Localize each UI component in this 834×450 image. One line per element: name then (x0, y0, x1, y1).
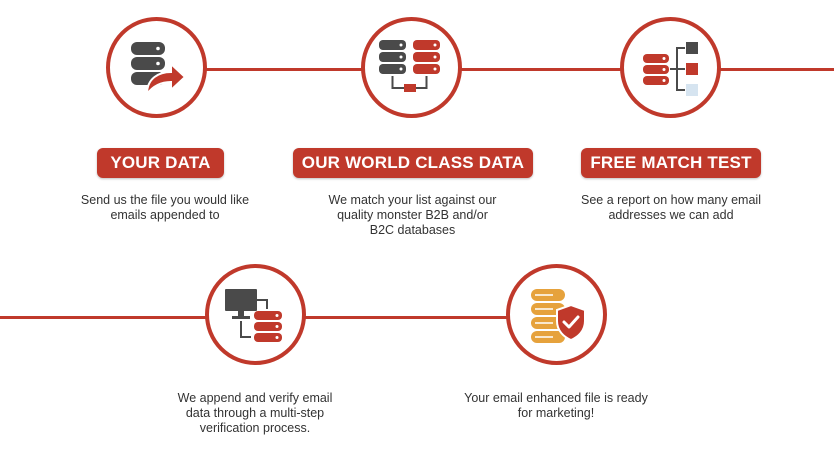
step-4-description: We append and verify email data through … (150, 391, 360, 436)
step-1-title: YOUR DATA (97, 148, 224, 178)
computer-database-icon (224, 288, 282, 342)
database-tree-icon (642, 41, 698, 96)
description-line: verification process. (199, 421, 311, 435)
description-line: We append and verify email (177, 391, 333, 405)
step-2-description: We match your list against our quality m… (305, 193, 520, 238)
description-line: Your email enhanced file is ready (464, 391, 648, 405)
database-arrow-icon (130, 41, 186, 97)
connector-line-top (155, 68, 834, 71)
description-line: B2C databases (369, 223, 456, 237)
description-line: for marketing! (517, 406, 595, 420)
step-5-description: Your email enhanced file is ready for ma… (446, 391, 666, 421)
description-line: addresses we can add (608, 208, 734, 222)
step-4-circle (205, 264, 306, 365)
step-5-circle (506, 264, 607, 365)
step-3-description: See a report on how many email addresses… (566, 193, 776, 223)
description-line: See a report on how many email (581, 193, 761, 207)
description-line: We match your list against our (328, 193, 497, 207)
step-1-description: Send us the file you would like emails a… (60, 193, 270, 223)
step-2-circle (361, 17, 462, 118)
description-line: quality monster B2B and/or (337, 208, 488, 222)
two-databases-icon (378, 39, 440, 92)
step-3-title: FREE MATCH TEST (581, 148, 761, 178)
database-shield-icon (530, 288, 586, 343)
step-1-circle (106, 17, 207, 118)
description-line: Send us the file you would like (80, 193, 250, 207)
step-2-title: OUR WORLD CLASS DATA (293, 148, 533, 178)
description-line: emails appended to (110, 208, 220, 222)
step-3-circle (620, 17, 721, 118)
description-line: data through a multi-step (185, 406, 325, 420)
